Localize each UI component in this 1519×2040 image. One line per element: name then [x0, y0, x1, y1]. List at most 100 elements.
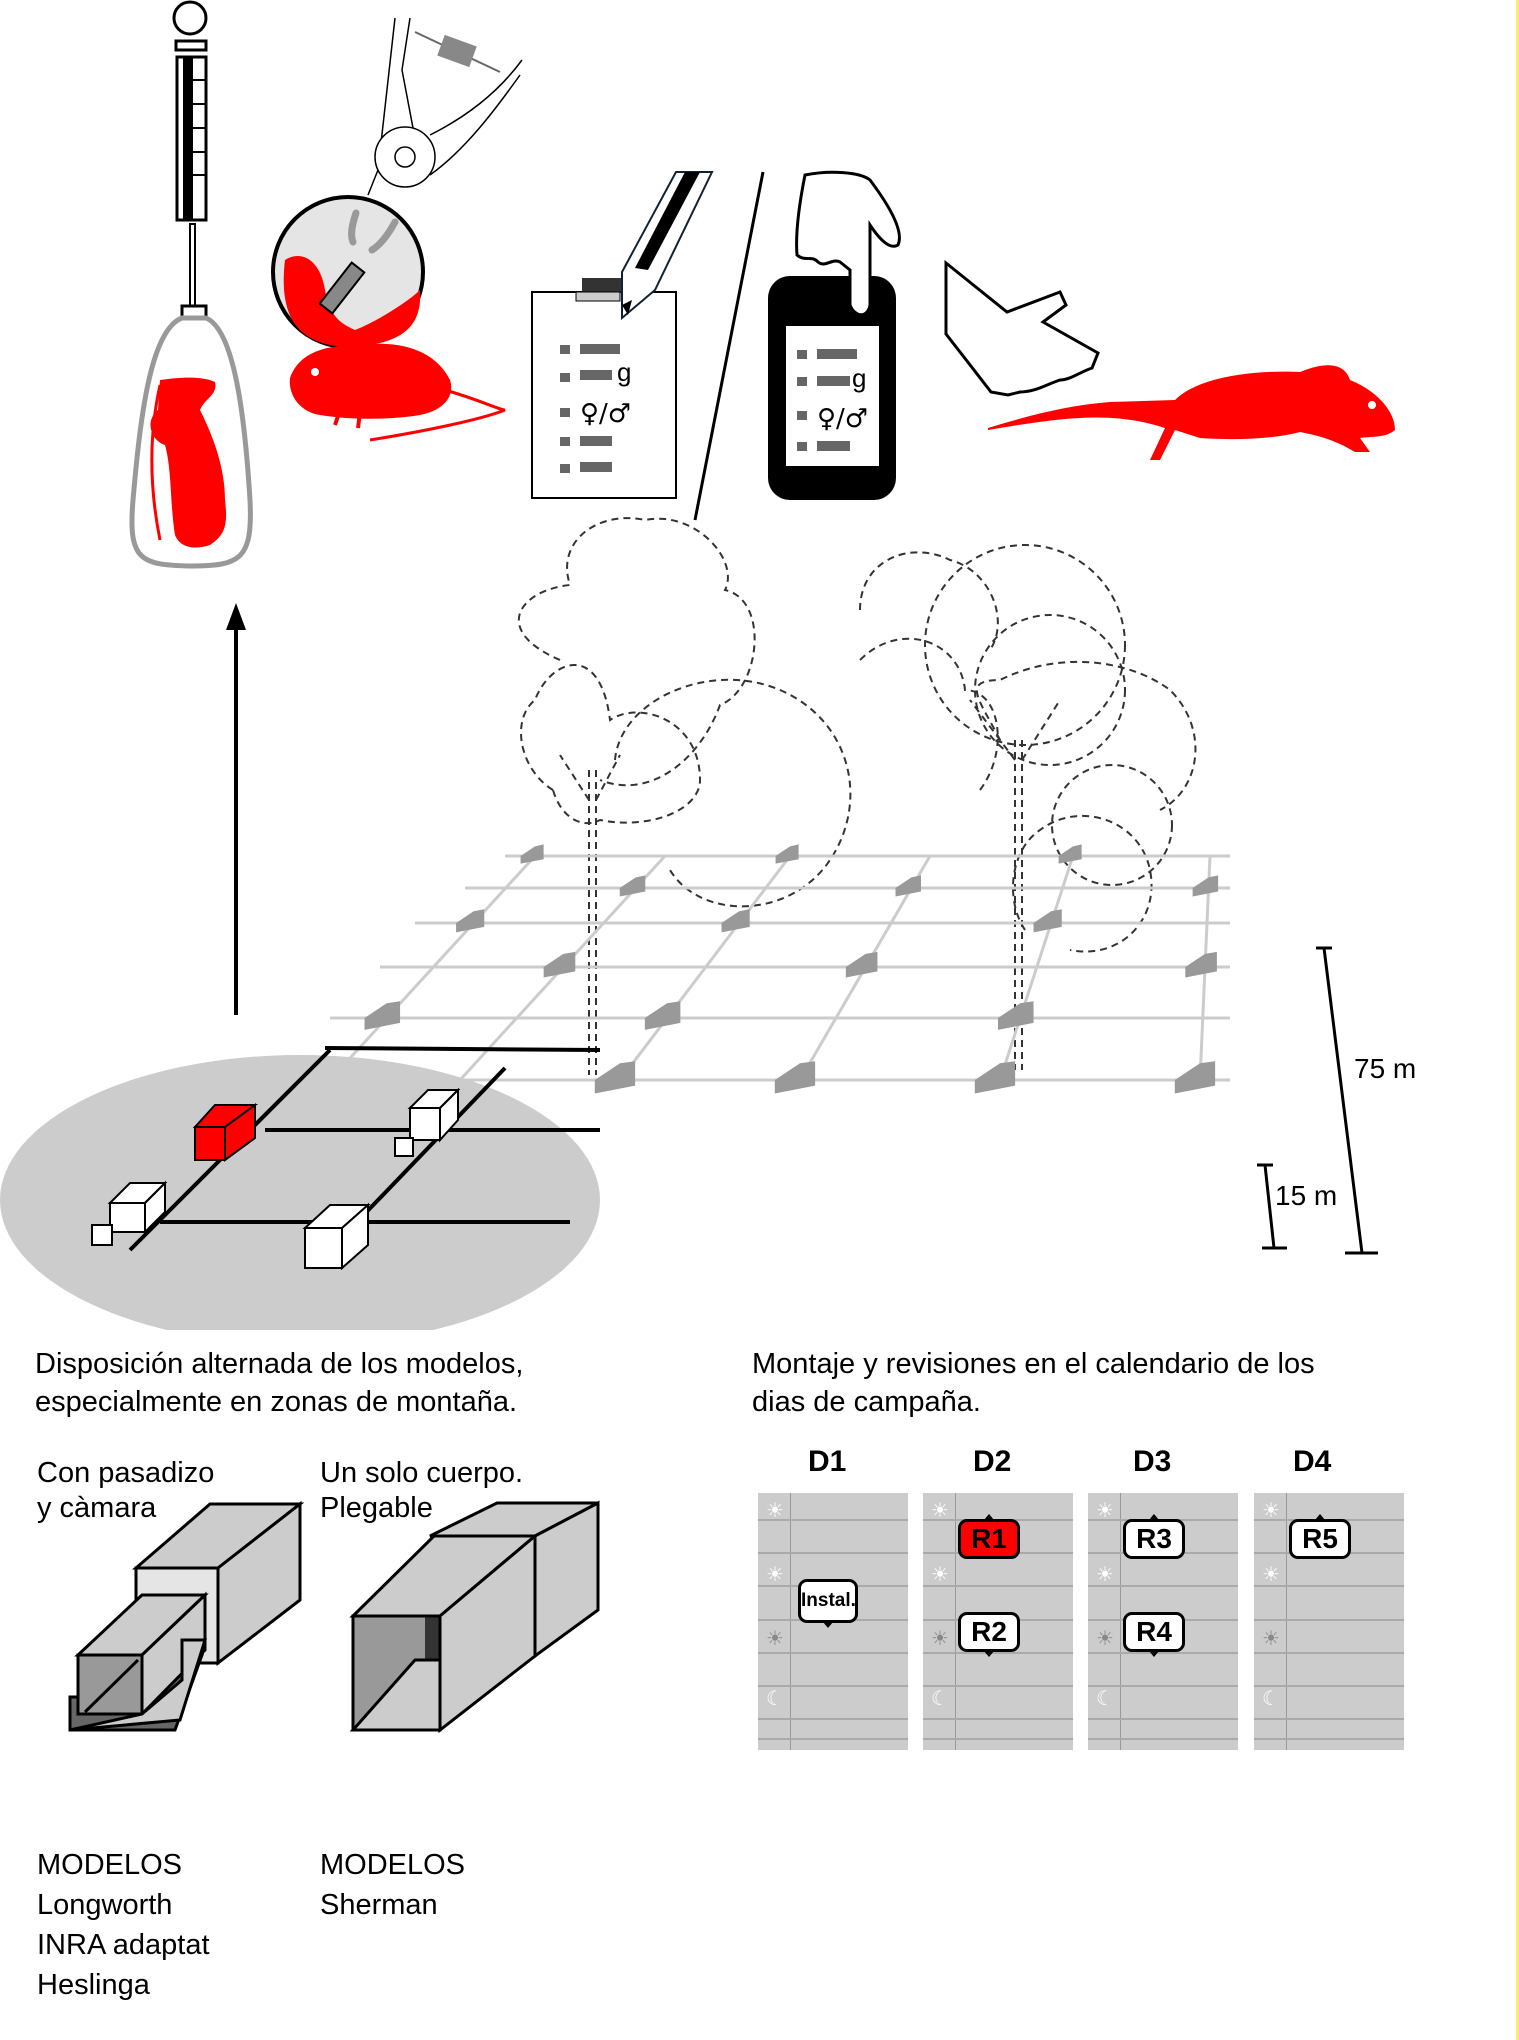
calendar-hour-line: [1254, 1685, 1404, 1687]
day-label-d4: D4: [1293, 1445, 1332, 1478]
paper-form-icon: g ♀/♂: [531, 171, 714, 499]
calendar-hour-line: [1088, 1738, 1238, 1740]
sun-icon: ☀: [931, 1564, 949, 1586]
released-mouse-icon: [988, 365, 1395, 460]
sunset-icon: ☀: [1096, 1628, 1114, 1650]
bubble-pointer: [823, 1622, 833, 1628]
calendar-hour-line: [1088, 1585, 1238, 1587]
calendar-caption: Montaje y revisiones en el calendario de…: [752, 1348, 1315, 1418]
event-bubble-instal: Instal.: [798, 1579, 858, 1628]
calendar-hour-line: [1254, 1718, 1404, 1720]
sun-icon: ☀: [1096, 1564, 1114, 1586]
grid-trap: [594, 1061, 636, 1094]
calendar-time-column-divider: [955, 1493, 956, 1750]
trap-sherman-small: [302, 1202, 371, 1271]
calendar-hour-line: [1088, 1685, 1238, 1687]
weighing-bag: [129, 315, 253, 569]
scale-bar-75m: [1316, 946, 1378, 1255]
mouse-tagged-icon: [289, 343, 506, 442]
grid-trap: [619, 875, 646, 897]
ear-tag-pliers-icon: [367, 17, 523, 196]
moon-icon: ☾: [1096, 1688, 1114, 1710]
calendar-time-column-divider: [1286, 1493, 1287, 1750]
bubble-pointer: [1315, 1514, 1325, 1520]
calendar-hour-line: [1254, 1652, 1404, 1654]
spring-scale-icon: [172, 0, 208, 332]
bubble-pointer: [1149, 1651, 1159, 1657]
calendar-hour-line: [758, 1552, 908, 1554]
sun-icon: ☀: [1262, 1564, 1280, 1586]
pencil-icon: [621, 171, 714, 321]
sherman-trap-icon: [349, 1500, 600, 1734]
event-bubble-r5: R5: [1289, 1514, 1351, 1559]
grid-trap: [543, 951, 576, 978]
zoom-ellipse: [0, 1046, 601, 1330]
models-title-1: MODELOS: [37, 1849, 183, 1881]
bubble-pointer: [984, 1514, 994, 1520]
calendar-hour-line: [923, 1652, 1073, 1654]
calendar-hour-line: [758, 1519, 908, 1521]
release-hand-icon: [944, 259, 1100, 397]
up-arrow-icon: [226, 603, 246, 1015]
sun-icon: ☀: [766, 1564, 784, 1586]
grid-trap: [775, 844, 799, 864]
scale-label-15m: 15 m: [1275, 1180, 1338, 1211]
scale-bar-15m: [1257, 1163, 1287, 1250]
sun-icon: ☀: [931, 1500, 949, 1522]
grid-trap: [721, 909, 750, 933]
event-bubble-r4: R4: [1123, 1612, 1185, 1657]
calendar-hour-line: [1088, 1652, 1238, 1654]
sunset-icon: ☀: [931, 1628, 949, 1650]
sun-icon: ☀: [766, 1500, 784, 1522]
event-label: R4: [1136, 1616, 1172, 1647]
scale-label-75m: 75 m: [1354, 1053, 1417, 1084]
grid-trap: [520, 844, 544, 864]
mouse-hanging-icon: [150, 377, 227, 548]
magnifier-ear-detail: [271, 195, 425, 349]
grid-trap: [644, 1001, 681, 1030]
grid-trap: [1058, 844, 1082, 864]
grid-trap: [845, 951, 878, 978]
layout-caption: Disposición alternada de los modelos, es…: [35, 1348, 524, 1418]
trap-longworth-small-2: [394, 1087, 461, 1157]
event-bubble-r2: R2: [958, 1612, 1020, 1657]
calendar-hour-line: [758, 1718, 908, 1720]
calendar-hour-line: [758, 1685, 908, 1687]
bubble-pointer: [1149, 1514, 1159, 1520]
grid-trap: [1033, 909, 1062, 933]
calendar-hour-line: [758, 1738, 908, 1740]
calendar-time-column-divider: [1120, 1493, 1121, 1750]
calendar-hour-line: [923, 1585, 1073, 1587]
page-edge: [1516, 0, 1519, 2040]
grid-trap: [1174, 1061, 1216, 1094]
event-label: R5: [1302, 1523, 1338, 1554]
event-label: R1: [971, 1523, 1007, 1554]
calendar-hour-line: [1254, 1585, 1404, 1587]
calendar-hour-line: [1254, 1619, 1404, 1621]
longworth-trap-icon: [68, 1500, 305, 1732]
divider-slash: [693, 171, 765, 521]
weight-unit-phone: g: [852, 363, 866, 393]
grid-trap: [774, 1061, 816, 1094]
calendar-day-d4: ☀☀☀☾R5: [1254, 1493, 1404, 1750]
sex-field-paper: ♀/♂: [580, 399, 631, 429]
calendar-hour-line: [758, 1652, 908, 1654]
models-list-1: Longworth INRA adaptat Heslinga: [37, 1889, 210, 2001]
pointing-finger-icon: [795, 170, 901, 317]
moon-icon: ☾: [1262, 1688, 1280, 1710]
smartphone-icon: g ♀/♂: [768, 170, 901, 500]
event-bubble-r1: R1: [958, 1514, 1020, 1559]
field-procedure-illustration: g ♀/♂ g ♀/♂: [0, 0, 1395, 1330]
sun-icon: ☀: [1096, 1500, 1114, 1522]
bubble-pointer: [984, 1651, 994, 1657]
event-label: Instal.: [801, 1590, 856, 1611]
day-label-d2: D2: [973, 1445, 1012, 1478]
event-label: R3: [1136, 1523, 1172, 1554]
grid-trap: [997, 1001, 1034, 1030]
grid-traps: [364, 844, 1219, 1094]
tree-outlines: [517, 517, 1197, 1075]
weight-unit-paper: g: [617, 357, 631, 387]
trap-grid: [290, 854, 1230, 1082]
